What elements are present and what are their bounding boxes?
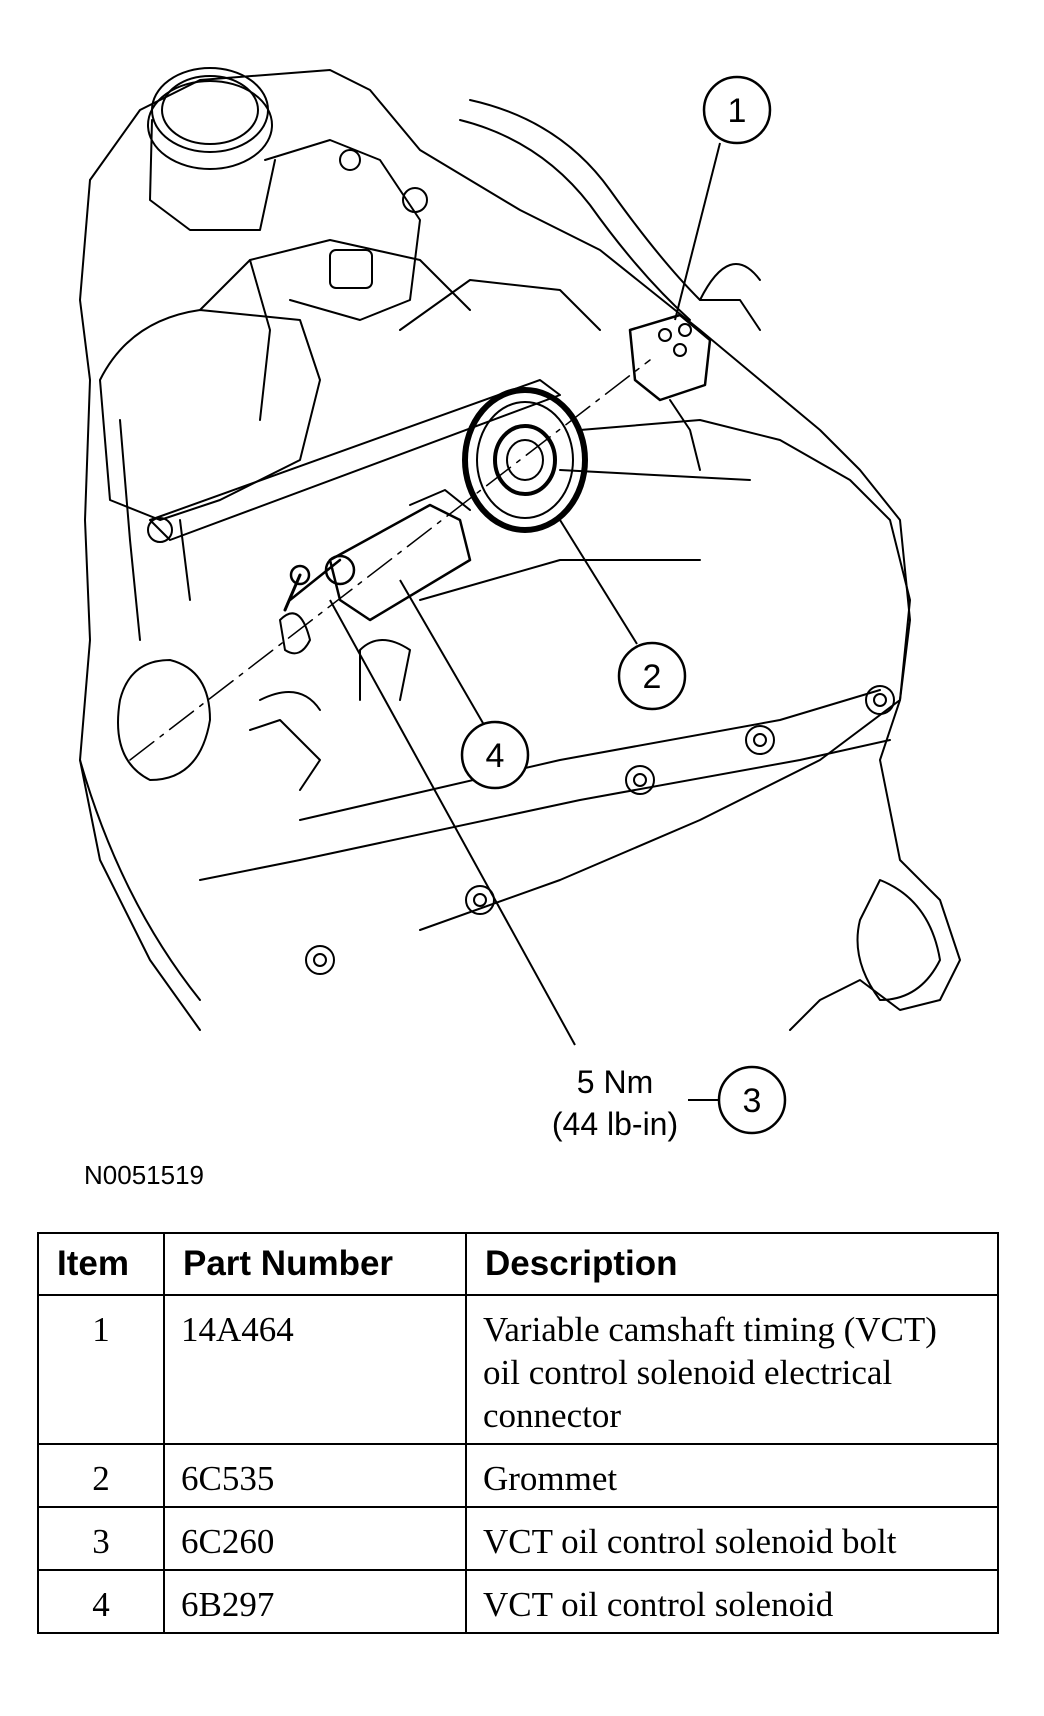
torque-nm: 5 Nm <box>577 1064 653 1100</box>
vct-solenoid-part <box>279 489 472 655</box>
description-cell: Grommet <box>465 1443 999 1508</box>
callout-4: 4 <box>460 720 530 790</box>
item-cell: 1 <box>37 1294 165 1445</box>
parts-table: Item Part Number Description 1 14A464 Va… <box>37 1232 999 1634</box>
description-cell: Variable camshaft timing (VCT) oil contr… <box>465 1294 999 1445</box>
callout-1-label: 1 <box>728 92 747 130</box>
engine-line-art <box>79 67 961 1031</box>
item-cell: 3 <box>37 1506 165 1571</box>
item-cell: 2 <box>37 1443 165 1508</box>
callout-3: 3 <box>717 1065 787 1135</box>
table-row: 3 6C260 VCT oil control solenoid bolt <box>37 1506 999 1571</box>
figure-id: N0051519 <box>84 1160 204 1190</box>
part-number-cell: 6C260 <box>163 1506 467 1571</box>
callout-2-label: 2 <box>643 658 662 696</box>
table-header-row: Item Part Number Description <box>37 1232 999 1296</box>
callout-2: 2 <box>617 641 687 711</box>
callout-3-label: 3 <box>743 1082 762 1120</box>
table-row: 4 6B297 VCT oil control solenoid <box>37 1569 999 1634</box>
description-cell: VCT oil control solenoid bolt <box>465 1506 999 1571</box>
assembly-centerline <box>129 359 651 761</box>
vct-connector-part <box>628 313 712 471</box>
leader-lines <box>329 142 721 1101</box>
vct-bolt-part <box>283 564 311 612</box>
header-item: Item <box>37 1232 165 1296</box>
part-number-cell: 6B297 <box>163 1569 467 1634</box>
callout-1: 1 <box>702 75 772 145</box>
part-number-cell: 6C535 <box>163 1443 467 1508</box>
part-number-cell: 14A464 <box>163 1294 467 1445</box>
description-cell: VCT oil control solenoid <box>465 1569 999 1634</box>
engine-diagram: 1 2 3 4 5 Nm (44 lb-in) <box>79 67 961 1142</box>
torque-lbin: (44 lb-in) <box>552 1106 678 1142</box>
callout-4-label: 4 <box>486 737 505 775</box>
table-row: 1 14A464 Variable camshaft timing (VCT) … <box>37 1294 999 1445</box>
grommet-part <box>462 387 588 533</box>
header-description: Description <box>465 1232 999 1296</box>
header-part-number: Part Number <box>163 1232 467 1296</box>
table-row: 2 6C535 Grommet <box>37 1443 999 1508</box>
item-cell: 4 <box>37 1569 165 1634</box>
